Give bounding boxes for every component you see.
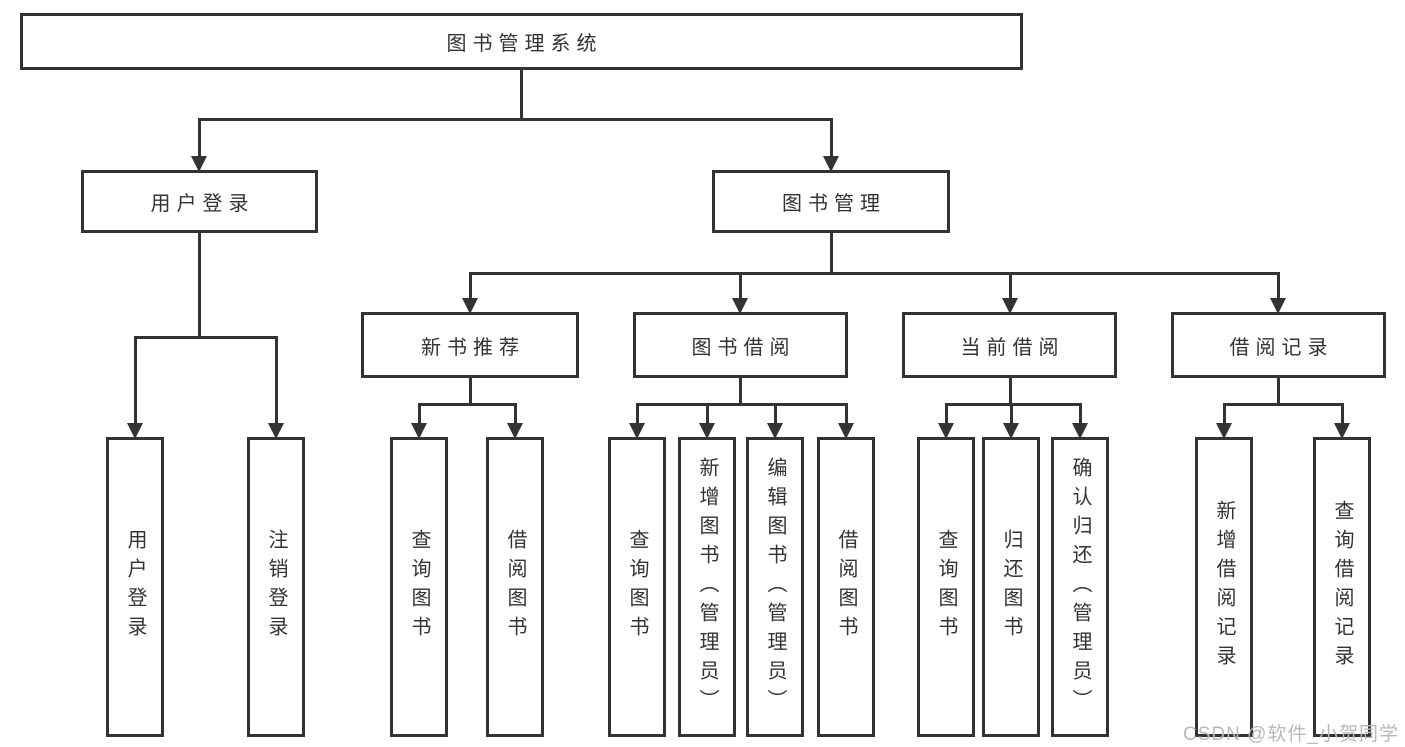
node-user-login-branch-label: 用户登录 xyxy=(150,193,255,215)
connector-level2-rail xyxy=(468,272,1280,275)
leaf-return-book: 归还图书 xyxy=(982,437,1040,737)
node-user-login-branch: 用户登录 xyxy=(81,170,318,233)
leaf-confirm-return-admin: 确认归还（管理员） xyxy=(1051,437,1109,737)
connector-g3-stub xyxy=(1008,377,1012,406)
arrow-g3-query-books xyxy=(944,403,948,423)
connector-user-rail xyxy=(134,336,278,339)
leaf-return-book-label: 归还图书 xyxy=(1000,529,1022,645)
arrow-to-book-borrow xyxy=(738,272,742,298)
connector-g1-rail xyxy=(417,403,517,406)
leaf-borrow-query-books: 查询图书 xyxy=(608,437,666,737)
leaf-query-borrow-record: 查询借阅记录 xyxy=(1313,437,1371,737)
leaf-add-book-admin-label: 新增图书（管理员） xyxy=(696,456,718,718)
arrow-to-borrow-records xyxy=(1276,272,1280,298)
arrow-g2-add-book xyxy=(705,403,709,423)
connector-level1-rail xyxy=(198,118,832,121)
connector-user-stub xyxy=(198,232,201,337)
connector-mgmt-stub xyxy=(829,232,833,274)
arrow-g1-query-books xyxy=(417,403,421,423)
leaf-logout-label: 注销登录 xyxy=(265,529,287,645)
connector-g4-rail xyxy=(1222,403,1343,406)
connector-g3-rail xyxy=(944,403,1082,406)
arrow-g2-query-books xyxy=(635,403,639,423)
arrow-to-user-login-leaf xyxy=(133,336,137,423)
arrow-g2-edit-book xyxy=(773,403,777,423)
node-root-label: 图书管理系统 xyxy=(446,33,603,55)
leaf-current-query-books-label: 查询图书 xyxy=(935,529,957,645)
arrow-g3-return-book xyxy=(1009,403,1013,423)
node-borrow-records-label: 借阅记录 xyxy=(1229,336,1334,359)
node-current-borrow-label: 当前借阅 xyxy=(960,336,1065,359)
arrow-g3-confirm-return xyxy=(1078,403,1082,423)
leaf-borrow-query-books-label: 查询图书 xyxy=(626,529,648,645)
leaf-confirm-return-admin-label: 确认归还（管理员） xyxy=(1069,456,1091,718)
leaf-recommend-borrow-books-label: 借阅图书 xyxy=(504,529,526,645)
connector-g1-stub xyxy=(468,377,472,406)
node-current-borrow: 当前借阅 xyxy=(902,312,1117,378)
leaf-edit-book-admin: 编辑图书（管理员） xyxy=(746,437,804,737)
leaf-user-login: 用户登录 xyxy=(106,437,164,737)
leaf-recommend-query-books-label: 查询图书 xyxy=(408,529,430,645)
arrow-g4-add-record xyxy=(1222,403,1226,423)
arrow-to-book-management xyxy=(829,118,833,156)
node-root: 图书管理系统 xyxy=(20,13,1023,70)
leaf-edit-book-admin-label: 编辑图书（管理员） xyxy=(764,456,786,718)
node-book-borrow: 图书借阅 xyxy=(633,312,848,378)
node-borrow-records: 借阅记录 xyxy=(1171,312,1386,378)
node-new-book-recommend: 新书推荐 xyxy=(361,312,579,378)
leaf-logout: 注销登录 xyxy=(247,437,305,737)
leaf-current-query-books: 查询图书 xyxy=(917,437,975,737)
leaf-recommend-query-books: 查询图书 xyxy=(390,437,448,737)
leaf-user-login-label: 用户登录 xyxy=(124,529,146,645)
leaf-add-book-admin: 新增图书（管理员） xyxy=(678,437,736,737)
arrow-g1-borrow-books xyxy=(513,403,517,423)
connector-g2-stub xyxy=(738,377,742,406)
leaf-add-borrow-record: 新增借阅记录 xyxy=(1195,437,1253,737)
arrow-to-current-borrow xyxy=(1008,272,1012,298)
leaf-query-borrow-record-label: 查询借阅记录 xyxy=(1331,500,1353,674)
connector-g2-rail xyxy=(635,403,848,406)
arrow-to-user-login xyxy=(197,118,201,156)
node-book-borrow-label: 图书借阅 xyxy=(691,336,796,359)
csdn-watermark: CSDN @软件_小贺同学 xyxy=(1183,724,1399,745)
leaf-borrow-borrow-books: 借阅图书 xyxy=(817,437,875,737)
arrow-to-logout-leaf xyxy=(274,336,278,423)
node-new-book-recommend-label: 新书推荐 xyxy=(421,336,525,359)
connector-root-stub xyxy=(520,70,523,121)
arrow-g4-query-record xyxy=(1340,403,1344,423)
node-book-management-label: 图书管理 xyxy=(782,193,886,215)
arrow-g2-borrow-books xyxy=(844,403,848,423)
leaf-add-borrow-record-label: 新增借阅记录 xyxy=(1213,500,1235,674)
arrow-to-new-book-recommend xyxy=(468,272,472,298)
leaf-recommend-borrow-books: 借阅图书 xyxy=(486,437,544,737)
connector-g4-stub xyxy=(1276,377,1280,406)
node-book-management: 图书管理 xyxy=(712,170,950,233)
leaf-borrow-borrow-books-label: 借阅图书 xyxy=(835,529,857,645)
